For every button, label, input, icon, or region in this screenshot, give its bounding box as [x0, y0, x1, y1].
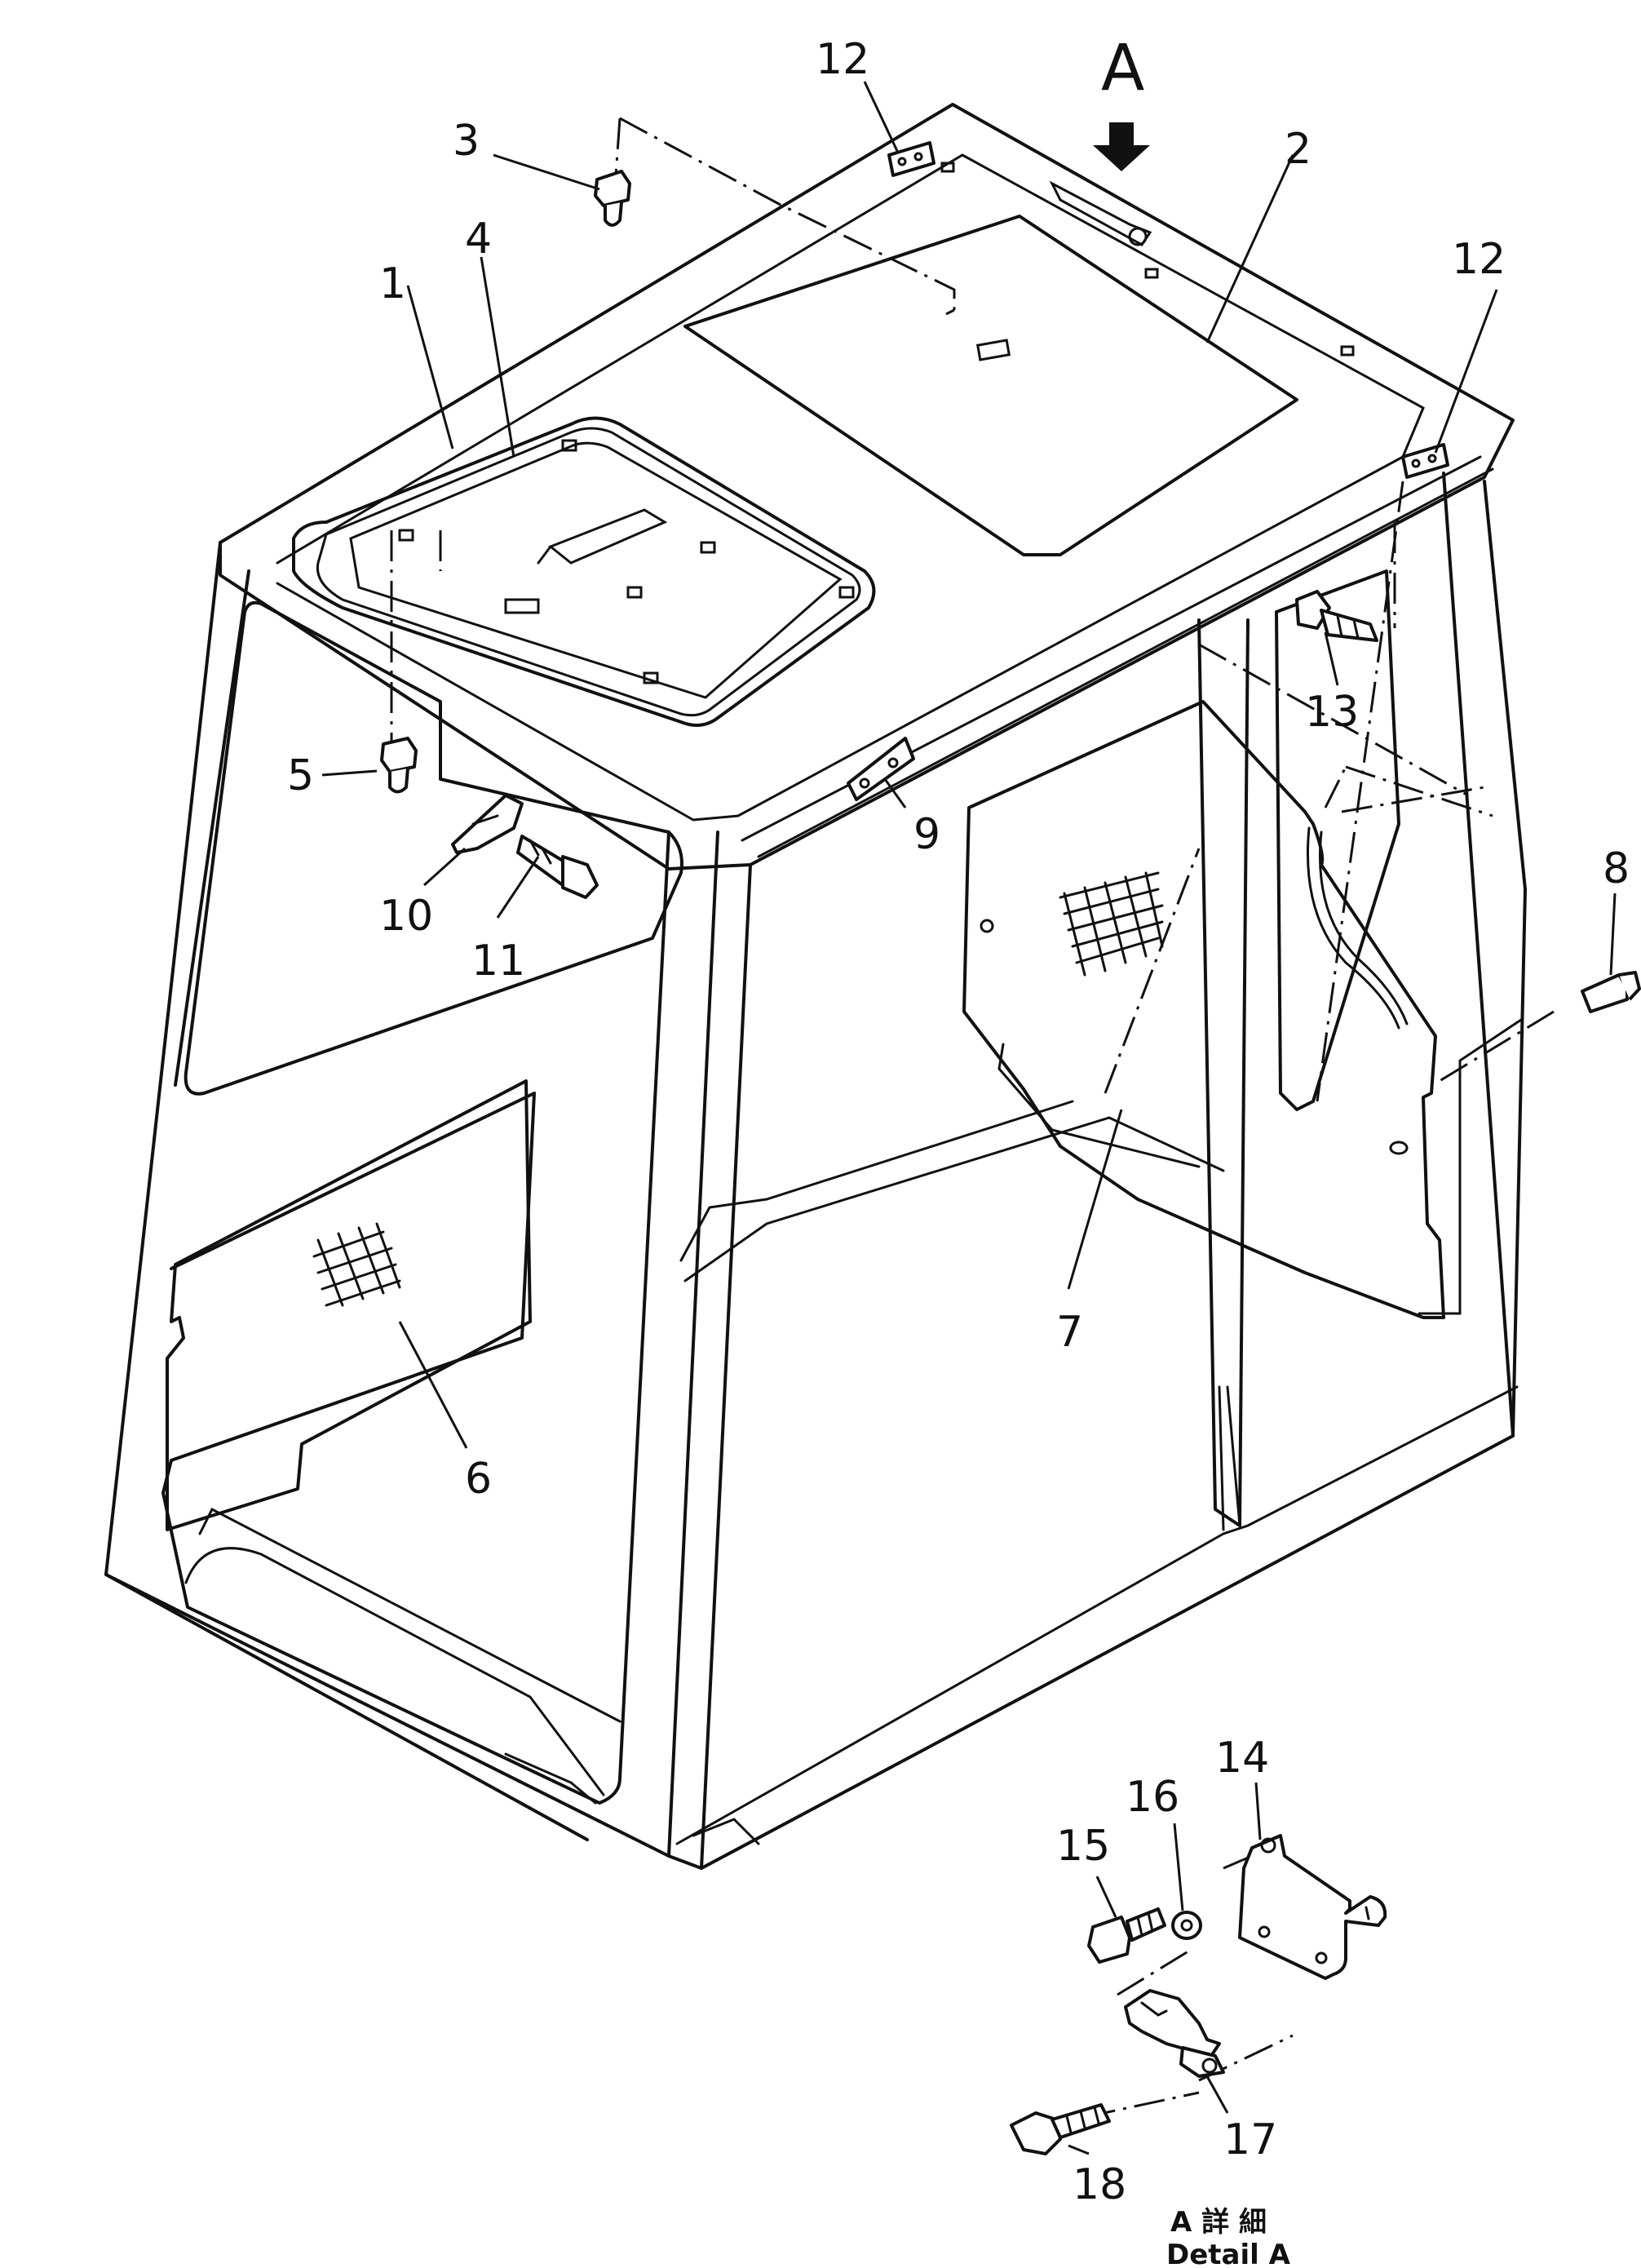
callout-14: 14	[1215, 1734, 1269, 1783]
bolt-5	[380, 737, 418, 794]
callout-12-right: 12	[1452, 235, 1506, 284]
callout-18: 18	[1073, 2160, 1126, 2209]
bolt-13	[1295, 590, 1378, 642]
callout-15: 15	[1056, 1822, 1110, 1871]
callout-1: 1	[379, 259, 406, 308]
bolt-3	[594, 170, 631, 227]
clip-12-left	[887, 141, 936, 177]
callout-7: 7	[1056, 1308, 1083, 1357]
leader-lines	[321, 81, 1617, 2155]
cab-frame	[104, 103, 1527, 1870]
detail-caption: A 詳 細 Detail A	[1166, 2206, 1291, 2268]
callout-8: 8	[1603, 844, 1630, 893]
plug-8	[1581, 971, 1641, 1013]
detail-caption-jp: A 詳 細	[1170, 2206, 1267, 2239]
callout-12-top: 12	[816, 35, 869, 84]
roof-hatch	[292, 416, 876, 727]
callout-9: 9	[913, 810, 940, 859]
callout-10: 10	[379, 892, 433, 941]
roof-panel	[683, 162, 1355, 556]
detail-caption-en: Detail A	[1166, 2239, 1291, 2268]
callout-5: 5	[287, 751, 314, 800]
callout-2: 2	[1285, 125, 1311, 174]
callout-16: 16	[1126, 1773, 1179, 1822]
callout-13: 13	[1305, 688, 1359, 737]
callout-labels: 1 2 3 4 5 6 7 8 9 10 11 12 12 13 14 15 1…	[287, 35, 1630, 2209]
bolt-11	[516, 835, 599, 899]
callout-11: 11	[471, 937, 525, 986]
hardware	[380, 141, 1641, 1013]
bracket-10	[451, 794, 524, 854]
callout-6: 6	[465, 1455, 492, 1504]
detail-a	[1010, 1834, 1387, 2155]
bracket-9	[847, 737, 915, 801]
view-arrow-a: A	[1093, 32, 1150, 171]
callout-17: 17	[1223, 2115, 1277, 2164]
callout-4: 4	[465, 215, 492, 264]
clip-12-right	[1401, 443, 1449, 479]
callout-3: 3	[453, 117, 480, 166]
view-marker-label: A	[1101, 32, 1144, 105]
side-panel-right	[962, 700, 1445, 1319]
side-panel-left	[166, 1079, 532, 1531]
center-lines	[390, 117, 1555, 2119]
